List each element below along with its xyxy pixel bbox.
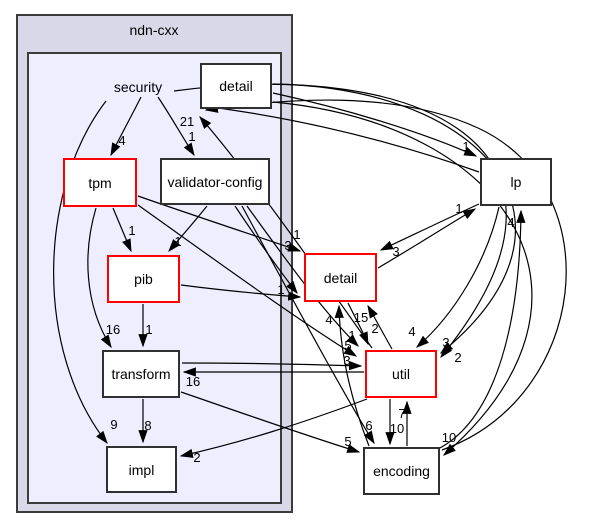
node-util[interactable]: util bbox=[365, 350, 437, 398]
edge-label-validator-config-to-util[interactable]: 1 bbox=[348, 328, 355, 343]
edge-security-to-util bbox=[173, 83, 507, 359]
node-tpm[interactable]: tpm bbox=[63, 158, 137, 207]
edge-security-to-impl bbox=[53, 100, 108, 445]
node-detail-top[interactable]: detail bbox=[200, 63, 272, 109]
edge-label-util-to-transform[interactable]: 16 bbox=[186, 374, 200, 389]
edge-label-validator-config-to-pib[interactable]: 1 bbox=[174, 234, 181, 249]
edge-label-encoding-to-detail[interactable]: 4 bbox=[325, 312, 332, 327]
edge-label-security-to-util[interactable]: 2 bbox=[454, 350, 461, 365]
cluster-security-title[interactable]: security bbox=[113, 79, 163, 95]
edge-label-validator-config-to-detail[interactable]: 3 bbox=[284, 238, 291, 253]
edge-validator-config-to-util bbox=[246, 205, 359, 347]
edge-label-detail-to-lp[interactable]: 1 bbox=[455, 201, 462, 216]
edge-label-encoding-to-util[interactable]: 7 bbox=[398, 406, 405, 421]
edge-validator-config-to-encoding bbox=[241, 205, 375, 445]
node-encoding[interactable]: encoding bbox=[363, 447, 440, 495]
node-impl[interactable]: impl bbox=[106, 446, 177, 493]
edge-label-detail-top-to-lp[interactable]: 1 bbox=[462, 139, 469, 154]
edge-label-lp-to-util[interactable]: 4 bbox=[408, 324, 415, 339]
edge-detail-to-lp bbox=[377, 208, 477, 269]
edge-label-tpm-to-detail[interactable]: 1 bbox=[293, 227, 300, 242]
edge-label-security-to-validator-config[interactable]: 1 bbox=[188, 129, 195, 144]
node-validator-config[interactable]: validator-config bbox=[160, 158, 270, 205]
edge-label-transform-to-util[interactable]: 3 bbox=[343, 353, 350, 368]
edge-label-validator-config-to-encoding[interactable]: 6 bbox=[365, 418, 372, 433]
edge-label-detail-to-util[interactable]: 2 bbox=[371, 321, 378, 336]
edge-tpm-to-util bbox=[137, 204, 358, 357]
node-lp[interactable]: lp bbox=[480, 158, 552, 206]
cluster-ndn-cxx-title[interactable]: ndn-cxx bbox=[129, 22, 179, 38]
edge-encoding-to-lp bbox=[437, 209, 526, 450]
edge-detail-top-to-lp bbox=[272, 92, 478, 157]
edge-label-security-to-tpm[interactable]: 4 bbox=[118, 133, 125, 148]
edge-encoding-to-detail bbox=[334, 304, 370, 447]
edge-detail-to-util bbox=[347, 302, 369, 346]
node-detail[interactable]: detail bbox=[304, 253, 377, 302]
edge-label-security-to-impl[interactable]: 9 bbox=[110, 417, 117, 432]
edge-detail-top-to-encoding bbox=[272, 101, 533, 456]
edge-util-to-impl bbox=[179, 398, 368, 458]
edge-validator-config-to-pib bbox=[168, 205, 208, 253]
edge-tpm-to-pib bbox=[112, 207, 132, 253]
edge-label-encoding-to-lp[interactable]: 4 bbox=[507, 215, 514, 230]
edge-label-detail-top-to-encoding[interactable]: 10 bbox=[442, 430, 456, 445]
edge-security-to-validator-config bbox=[157, 96, 195, 157]
edge-pib-to-detail bbox=[180, 284, 302, 301]
edge-security-to-tpm bbox=[110, 96, 142, 157]
edge-lp-to-util bbox=[416, 206, 500, 348]
edge-label-util-to-security[interactable]: 21 bbox=[180, 114, 194, 129]
edge-tpm-to-transform bbox=[87, 207, 112, 349]
edge-label-tpm-to-transform[interactable]: 16 bbox=[106, 322, 120, 337]
edge-transform-to-util bbox=[181, 360, 363, 371]
edge-util-to-security bbox=[199, 116, 373, 349]
edge-label-detail-top-to-util[interactable]: 3 bbox=[442, 335, 449, 350]
edge-tpm-to-detail bbox=[137, 195, 302, 252]
edge-label-util-to-impl[interactable]: 2 bbox=[193, 450, 200, 465]
edge-label-transform-to-encoding[interactable]: 5 bbox=[344, 434, 351, 449]
node-pib[interactable]: pib bbox=[107, 255, 180, 303]
edge-transform-to-encoding bbox=[180, 391, 361, 453]
edge-label-transform-to-impl[interactable]: 8 bbox=[144, 418, 151, 433]
edge-label-tpm-to-pib[interactable]: 1 bbox=[128, 223, 135, 238]
edge-label-pib-to-detail[interactable]: 1 bbox=[277, 282, 284, 297]
edge-label-lp-to-detail[interactable]: 3 bbox=[392, 244, 399, 259]
edge-lp-to-security bbox=[202, 102, 480, 173]
edge-label-tpm-to-util[interactable]: 5 bbox=[344, 338, 351, 353]
edge-label-pib-to-transform[interactable]: 1 bbox=[145, 322, 152, 337]
edge-label-util-to-encoding[interactable]: 10 bbox=[390, 421, 404, 436]
node-transform[interactable]: transform bbox=[102, 350, 180, 398]
edge-label-util-to-detail[interactable]: 15 bbox=[354, 310, 368, 325]
edge-util-to-detail bbox=[367, 304, 393, 350]
